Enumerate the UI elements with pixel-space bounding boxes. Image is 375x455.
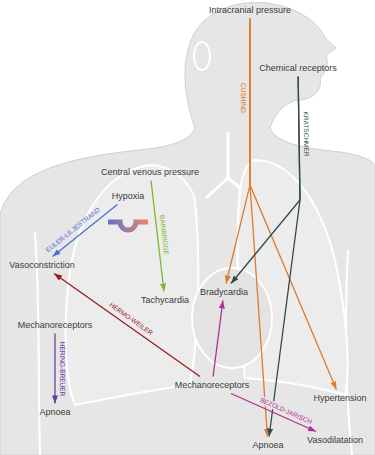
term-text: Hypoxia bbox=[112, 191, 145, 202]
reflex-term: Chemical receptors bbox=[257, 62, 339, 75]
reflex-arrow bbox=[226, 19, 250, 284]
reflex-name: BAINBRIDGE bbox=[158, 214, 171, 257]
reflex-name: BEZOLD-JARISCH bbox=[258, 395, 314, 426]
body-silhouette bbox=[0, 3, 375, 455]
term-text: Apnoea bbox=[252, 440, 283, 451]
reflex-name: KRATSCHMER bbox=[302, 110, 311, 157]
reflex-name: EULER-LILJESTRAND bbox=[44, 205, 103, 255]
ear bbox=[194, 42, 210, 70]
reflex-term: Tachycardia bbox=[139, 294, 191, 307]
term-text: Chemical receptors bbox=[259, 63, 337, 74]
reflex-arrow bbox=[53, 205, 118, 257]
reflex-arrow bbox=[250, 19, 267, 437]
term-text: Intracranial pressure bbox=[209, 5, 291, 16]
reflex-arrow bbox=[250, 19, 336, 390]
reflex-term: Bradycardia bbox=[198, 286, 250, 299]
term-text: Hypertension bbox=[313, 393, 366, 404]
reflex-term: Apnoea bbox=[250, 439, 285, 452]
reflex-term: Central venous pressure bbox=[99, 166, 201, 179]
term-text: Tachycardia bbox=[141, 295, 189, 306]
term-text: Vasoconstriction bbox=[9, 260, 74, 271]
reflex-term: Vasodilatation bbox=[305, 434, 365, 447]
left-lung bbox=[65, 165, 198, 405]
term-text: Mechanoreceptors bbox=[175, 380, 250, 391]
reflex-name: HERMO-WEILER bbox=[107, 301, 155, 338]
term-text: Mechanoreceptors bbox=[18, 320, 93, 331]
reflex-term: Mechanoreceptors bbox=[173, 379, 252, 392]
reflex-arrow bbox=[231, 77, 300, 284]
reflex-term: Intracranial pressure bbox=[207, 4, 293, 17]
reflex-term: Hypertension bbox=[311, 392, 368, 405]
term-text: Apnoea bbox=[39, 407, 70, 418]
term-text: Vasodilatation bbox=[307, 435, 363, 446]
pulmonary-vessel-symbol bbox=[108, 222, 148, 230]
reflex-term: Vasoconstriction bbox=[7, 259, 76, 272]
reflex-arrow bbox=[213, 301, 223, 377]
reflex-name: CUSHING bbox=[239, 82, 247, 114]
term-text: Bradycardia bbox=[200, 287, 248, 298]
reflex-arrow bbox=[269, 77, 300, 437]
reflex-arrow bbox=[231, 394, 316, 432]
reflex-arrow bbox=[54, 334, 55, 404]
reflex-name: HERING-BREUER bbox=[58, 340, 66, 397]
term-text: Central venous pressure bbox=[101, 167, 199, 178]
reflex-term: Apnoea bbox=[37, 406, 72, 419]
reflex-term: Hypoxia bbox=[110, 190, 147, 203]
reflex-term: Mechanoreceptors bbox=[16, 319, 95, 332]
